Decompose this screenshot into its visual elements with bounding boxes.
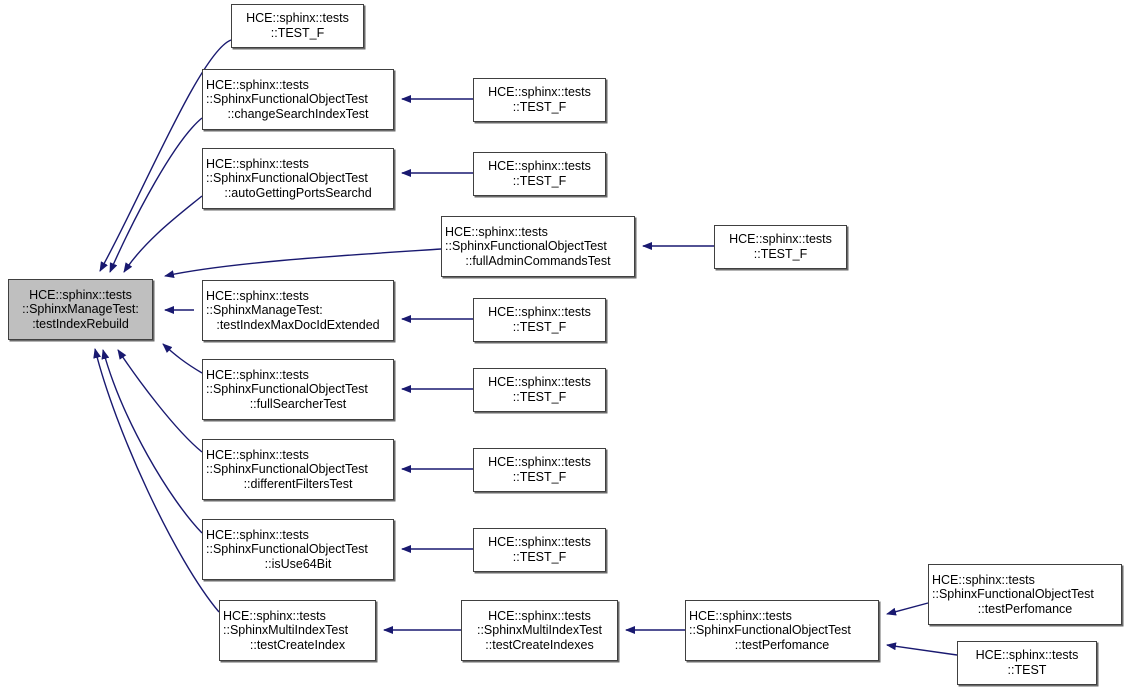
graph-node-different_filters[interactable]: HCE::sphinx::tests::SphinxFunctionalObje… <box>202 439 394 500</box>
graph-node-label-line: HCE::sphinx::tests <box>488 85 591 100</box>
graph-node-test_f_auto[interactable]: HCE::sphinx::tests::TEST_F <box>473 152 606 196</box>
graph-node-label-line: HCE::sphinx::tests <box>689 608 792 623</box>
graph-node-label-line: ::TEST_F <box>512 550 567 564</box>
graph-node-label-line: HCE::sphinx::tests <box>488 305 591 320</box>
graph-node-label-line: ::TEST_F <box>270 26 325 40</box>
graph-node-label-line: ::SphinxMultiIndexTest <box>223 623 349 638</box>
graph-node-label-line: HCE::sphinx::tests <box>206 367 309 382</box>
graph-edge <box>886 642 958 656</box>
graph-node-label-line: ::changeSearchIndexTest <box>227 106 369 121</box>
graph-node-center[interactable]: HCE::sphinx::tests::SphinxManageTest::te… <box>8 279 153 340</box>
graph-node-label-line: ::TEST_F <box>512 320 567 334</box>
graph-node-label-line: ::TEST_F <box>512 390 567 404</box>
graph-node-test_f_64bit[interactable]: HCE::sphinx::tests::TEST_F <box>473 528 606 572</box>
graph-node-label-line: ::SphinxFunctionalObjectTest <box>206 92 368 107</box>
graph-node-label-line: :testIndexRebuild <box>32 316 129 331</box>
graph-node-label-line: ::SphinxFunctionalObjectTest <box>206 171 368 186</box>
graph-edge <box>93 348 220 613</box>
graph-node-label-line: ::SphinxFunctionalObjectTest <box>445 239 607 254</box>
graph-node-label-line: ::differentFiltersTest <box>243 476 353 491</box>
graph-node-label-line: HCE::sphinx::tests <box>488 455 591 470</box>
graph-node-test_f_filters[interactable]: HCE::sphinx::tests::TEST_F <box>473 448 606 492</box>
graph-node-label-line: ::SphinxFunctionalObjectTest <box>206 542 368 557</box>
graph-node-label-line: HCE::sphinx::tests <box>223 608 326 623</box>
graph-node-label-line: ::SphinxFunctionalObjectTest <box>689 623 851 638</box>
graph-node-label-line: ::fullSearcherTest <box>249 396 347 411</box>
graph-node-label-line: ::isUse64Bit <box>264 556 332 571</box>
graph-node-label-line: HCE::sphinx::tests <box>445 224 548 239</box>
graph-node-label-line: ::testPerfomance <box>977 601 1073 616</box>
graph-node-label-line: ::TEST_F <box>512 470 567 484</box>
graph-node-label-line: ::SphinxFunctionalObjectTest <box>206 462 368 477</box>
graph-node-label-line: ::TEST_F <box>512 100 567 114</box>
graph-node-test_create_indexes[interactable]: HCE::sphinx::tests::SphinxMultiIndexTest… <box>461 600 618 661</box>
graph-edge <box>101 349 203 534</box>
graph-node-label-line: ::SphinxFunctionalObjectTest <box>206 382 368 397</box>
graph-node-auto_getting_ports[interactable]: HCE::sphinx::tests::SphinxFunctionalObje… <box>202 148 394 209</box>
graph-edge <box>886 602 929 616</box>
graph-node-label-line: ::SphinxManageTest: <box>206 303 323 318</box>
graph-node-label-line: HCE::sphinx::tests <box>29 287 132 302</box>
graph-node-label-line: HCE::sphinx::tests <box>206 447 309 462</box>
graph-edge <box>164 248 442 279</box>
graph-node-test_perf_mid[interactable]: HCE::sphinx::tests::SphinxFunctionalObje… <box>685 600 879 661</box>
graph-node-label-line: ::TEST <box>1007 663 1047 677</box>
graph-node-test_create_index[interactable]: HCE::sphinx::tests::SphinxMultiIndexTest… <box>219 600 376 661</box>
graph-node-test_right[interactable]: HCE::sphinx::tests::TEST <box>957 641 1097 685</box>
graph-node-label-line: ::SphinxFunctionalObjectTest <box>932 587 1094 602</box>
graph-edge <box>162 343 203 374</box>
graph-node-label-line: HCE::sphinx::tests <box>488 608 591 623</box>
graph-node-label-line: HCE::sphinx::tests <box>488 535 591 550</box>
graph-node-test_f_change[interactable]: HCE::sphinx::tests::TEST_F <box>473 78 606 122</box>
graph-node-label-line: :testIndexMaxDocIdExtended <box>216 317 380 332</box>
graph-node-test_f_maxdocid[interactable]: HCE::sphinx::tests::TEST_F <box>473 298 606 342</box>
graph-node-test_f_admin[interactable]: HCE::sphinx::tests::TEST_F <box>714 225 847 269</box>
graph-node-full_searcher[interactable]: HCE::sphinx::tests::SphinxFunctionalObje… <box>202 359 394 420</box>
graph-node-label-line: ::fullAdminCommandsTest <box>465 253 611 268</box>
graph-node-label-line: ::testPerfomance <box>734 637 830 652</box>
graph-node-label-line: ::testCreateIndexes <box>485 637 594 652</box>
graph-node-test_f_top[interactable]: HCE::sphinx::tests::TEST_F <box>231 4 364 48</box>
graph-node-label-line: ::TEST_F <box>512 174 567 188</box>
graph-node-label-line: ::testCreateIndex <box>249 637 346 652</box>
graph-node-label-line: HCE::sphinx::tests <box>206 288 309 303</box>
graph-edge <box>109 117 203 273</box>
graph-node-change_search_index[interactable]: HCE::sphinx::tests::SphinxFunctionalObje… <box>202 69 394 130</box>
graph-node-label-line: ::autoGettingPortsSearchd <box>224 185 372 200</box>
graph-node-label-line: HCE::sphinx::tests <box>206 527 309 542</box>
graph-node-label-line: HCE::sphinx::tests <box>729 232 832 247</box>
graph-edge <box>117 349 203 453</box>
graph-node-is_use_64bit[interactable]: HCE::sphinx::tests::SphinxFunctionalObje… <box>202 519 394 580</box>
graph-node-test_f_searcher[interactable]: HCE::sphinx::tests::TEST_F <box>473 368 606 412</box>
graph-node-test_perf_right[interactable]: HCE::sphinx::tests::SphinxFunctionalObje… <box>928 564 1122 625</box>
graph-node-label-line: HCE::sphinx::tests <box>975 648 1079 663</box>
graph-node-label-line: HCE::sphinx::tests <box>206 77 309 92</box>
graph-node-test_index_max_docid[interactable]: HCE::sphinx::tests::SphinxManageTest::te… <box>202 280 394 341</box>
graph-node-label-line: HCE::sphinx::tests <box>488 375 591 390</box>
graph-node-label-line: HCE::sphinx::tests <box>932 572 1035 587</box>
graph-node-label-line: ::TEST_F <box>753 247 808 261</box>
graph-node-full_admin_commands[interactable]: HCE::sphinx::tests::SphinxFunctionalObje… <box>441 216 635 277</box>
graph-node-label-line: HCE::sphinx::tests <box>246 11 349 26</box>
graph-edge <box>123 195 203 273</box>
graph-node-label-line: HCE::sphinx::tests <box>206 156 309 171</box>
graph-node-label-line: HCE::sphinx::tests <box>488 159 591 174</box>
graph-node-label-line: ::SphinxMultiIndexTest <box>476 623 603 638</box>
graph-node-label-line: ::SphinxManageTest: <box>22 302 139 317</box>
